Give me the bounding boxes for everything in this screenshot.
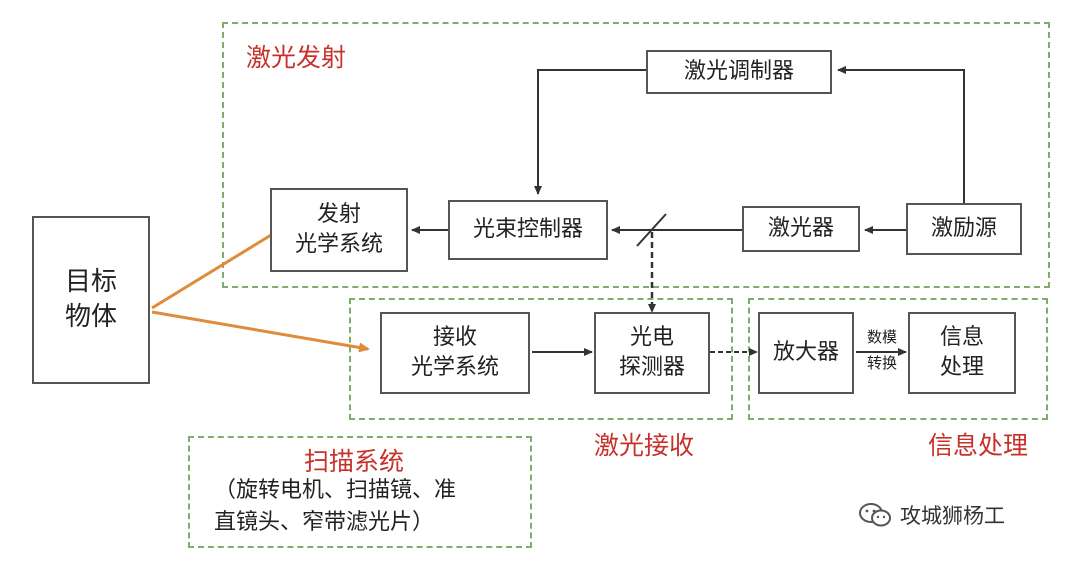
arrow-modulator-to-beam bbox=[534, 69, 646, 195]
box-label: 激光器 bbox=[767, 216, 834, 242]
scan-system-label: 扫描系统 bbox=[304, 447, 405, 476]
box-label: 光电 bbox=[629, 325, 674, 351]
box-label: 接收 bbox=[432, 325, 477, 351]
box-label: 光学系统 bbox=[294, 232, 383, 257]
wechat-icon bbox=[859, 503, 891, 527]
box-label: 物体 bbox=[64, 302, 117, 332]
photodetector-box: 光电探测器 bbox=[594, 312, 710, 394]
box-label: 信息 bbox=[939, 325, 984, 351]
laser-emission-group bbox=[222, 22, 1050, 288]
target-object-box: 目标物体 bbox=[32, 216, 150, 384]
adc-line: 数模 bbox=[866, 328, 897, 346]
amplifier-box: 放大器 bbox=[758, 312, 854, 394]
arrow-pump-to-modulator bbox=[837, 66, 965, 203]
box-label: 放大器 bbox=[772, 340, 839, 366]
pump-source-box: 激励源 bbox=[906, 203, 1022, 255]
box-label: 目标 bbox=[64, 266, 117, 297]
watermark-text: 攻城狮杨工 bbox=[900, 504, 1005, 528]
emit-optics-box: 发射光学系统 bbox=[270, 188, 408, 272]
box-label: 处理 bbox=[939, 355, 984, 380]
adc-line: 转换 bbox=[866, 353, 897, 372]
box-label: 激光调制器 bbox=[683, 59, 794, 85]
box-label: 探测器 bbox=[618, 355, 685, 380]
laser-receive-group bbox=[349, 298, 733, 420]
scan-system-group bbox=[188, 436, 532, 548]
beam-controller-box: 光束控制器 bbox=[448, 200, 608, 260]
info-process-label: 信息处理 bbox=[928, 431, 1029, 460]
info-process-group bbox=[748, 298, 1048, 420]
orange-beam-in bbox=[151, 310, 370, 353]
adc-label: 数模 转换 bbox=[862, 328, 902, 373]
watermark: 攻城狮杨工 bbox=[858, 500, 1005, 530]
receive-optics-box: 接收光学系统 bbox=[380, 312, 530, 394]
laser-emission-label: 激光发射 bbox=[246, 43, 347, 72]
beam-splitter bbox=[636, 213, 667, 247]
scan-system-desc: （旋转电机、扫描镜、准 直镜头、窄带滤光片） bbox=[214, 475, 456, 539]
box-label: 激励源 bbox=[930, 216, 997, 242]
box-label: 光束控制器 bbox=[472, 217, 583, 243]
scan-desc-line: 直镜头、窄带滤光片） bbox=[214, 509, 435, 535]
scan-desc-line: （旋转电机、扫描镜、准 bbox=[214, 478, 457, 503]
laser-modulator-box: 激光调制器 bbox=[646, 50, 832, 94]
laser-box: 激光器 bbox=[742, 206, 860, 252]
box-label: 光学系统 bbox=[410, 355, 499, 380]
orange-beam-out bbox=[151, 230, 277, 310]
box-label: 发射 bbox=[316, 202, 361, 228]
laser-receive-label: 激光接收 bbox=[594, 431, 695, 460]
info-processing-box: 信息处理 bbox=[908, 312, 1016, 394]
